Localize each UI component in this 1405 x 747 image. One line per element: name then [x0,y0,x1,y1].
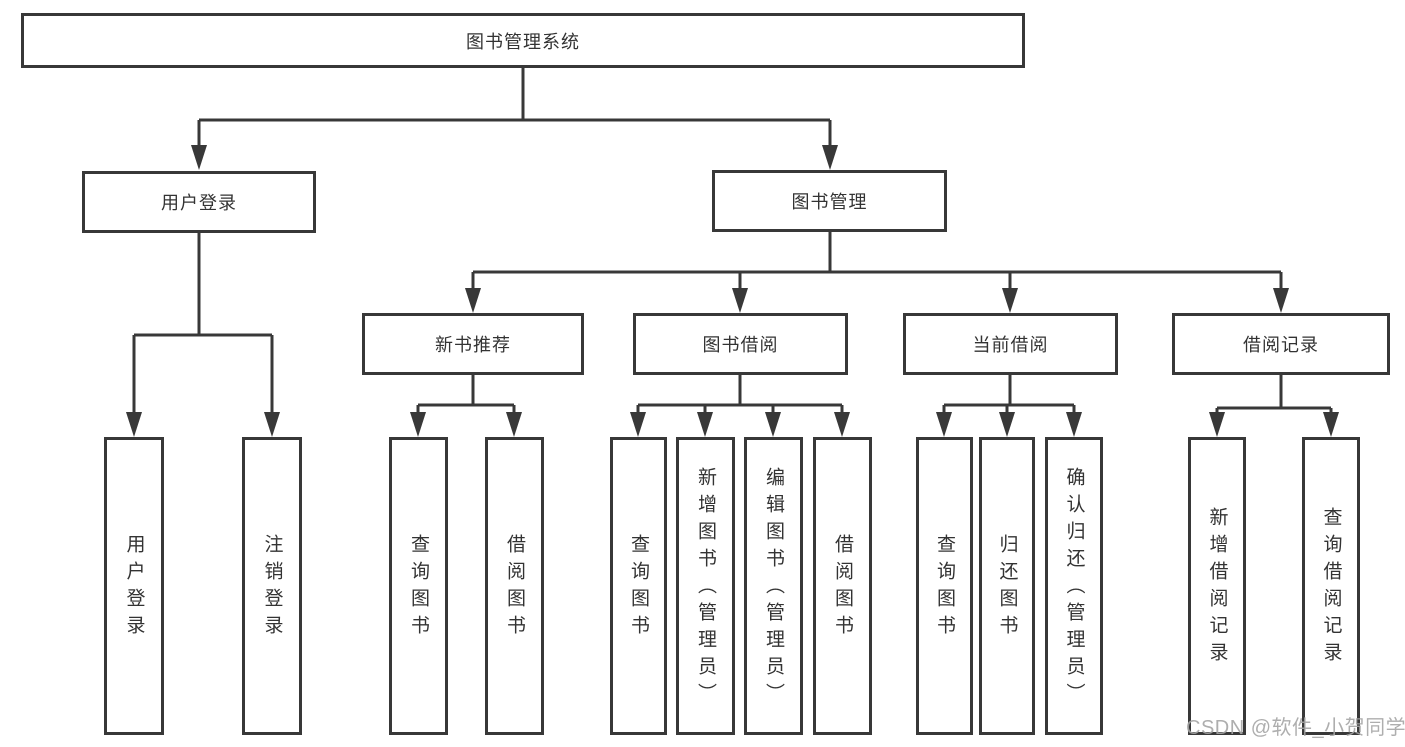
leaf-borrow-query-books: 查询图书 [610,437,667,735]
node-new-book-recommend: 新书推荐 [362,313,584,375]
leaf-newbook-borrow-books: 借阅图书 [485,437,544,735]
node-label: 注销登录 [261,534,283,642]
node-label: 用户登录 [161,193,237,213]
node-label: 图书借阅 [702,335,779,355]
leaf-current-confirm-return-admin: 确认归还（管理员） [1045,437,1103,735]
node-current-borrow: 当前借阅 [903,313,1118,375]
node-label: 借阅图书 [504,534,525,642]
leaf-record-add-borrow-record: 新增借阅记录 [1188,437,1246,735]
leaf-current-query-books: 查询图书 [916,437,973,735]
leaf-newbook-query-books: 查询图书 [389,437,448,735]
leaf-current-return-books: 归还图书 [979,437,1035,735]
csdn-watermark: CSDN @软件_小贺同学 [1186,717,1405,739]
node-label: 新增图书（管理员） [695,466,716,710]
node-label: 归还图书 [996,534,1018,642]
node-label: 新增借阅记录 [1206,507,1228,669]
node-label: 确认归还（管理员） [1063,466,1085,710]
node-label: 查询借阅记录 [1320,507,1342,669]
node-label: 图书管理 [791,192,868,212]
leaf-logout: 注销登录 [242,437,302,735]
leaf-borrow-borrow-books: 借阅图书 [813,437,872,735]
node-root-system: 图书管理系统 [21,13,1025,68]
node-borrow-records: 借阅记录 [1172,313,1390,375]
node-label: 查询图书 [934,534,955,642]
leaf-borrow-edit-books-admin: 编辑图书（管理员） [744,437,803,735]
node-label: 查询图书 [408,534,429,642]
leaf-user-login: 用户登录 [104,437,164,735]
node-label: 编辑图书（管理员） [763,466,784,710]
node-user-login: 用户登录 [82,171,316,233]
node-label: 当前借阅 [972,335,1049,355]
node-book-management: 图书管理 [712,170,947,232]
node-book-borrow: 图书借阅 [633,313,848,375]
node-label: 用户登录 [123,534,145,642]
node-label: 新书推荐 [435,335,511,355]
leaf-borrow-add-books-admin: 新增图书（管理员） [676,437,735,735]
node-label: 图书管理系统 [466,31,580,52]
leaf-record-query-borrow-record: 查询借阅记录 [1302,437,1360,735]
node-label: 借阅图书 [832,534,853,642]
node-label: 借阅记录 [1243,335,1319,355]
node-label: 查询图书 [628,534,649,642]
arrowhead-group [126,145,1339,437]
